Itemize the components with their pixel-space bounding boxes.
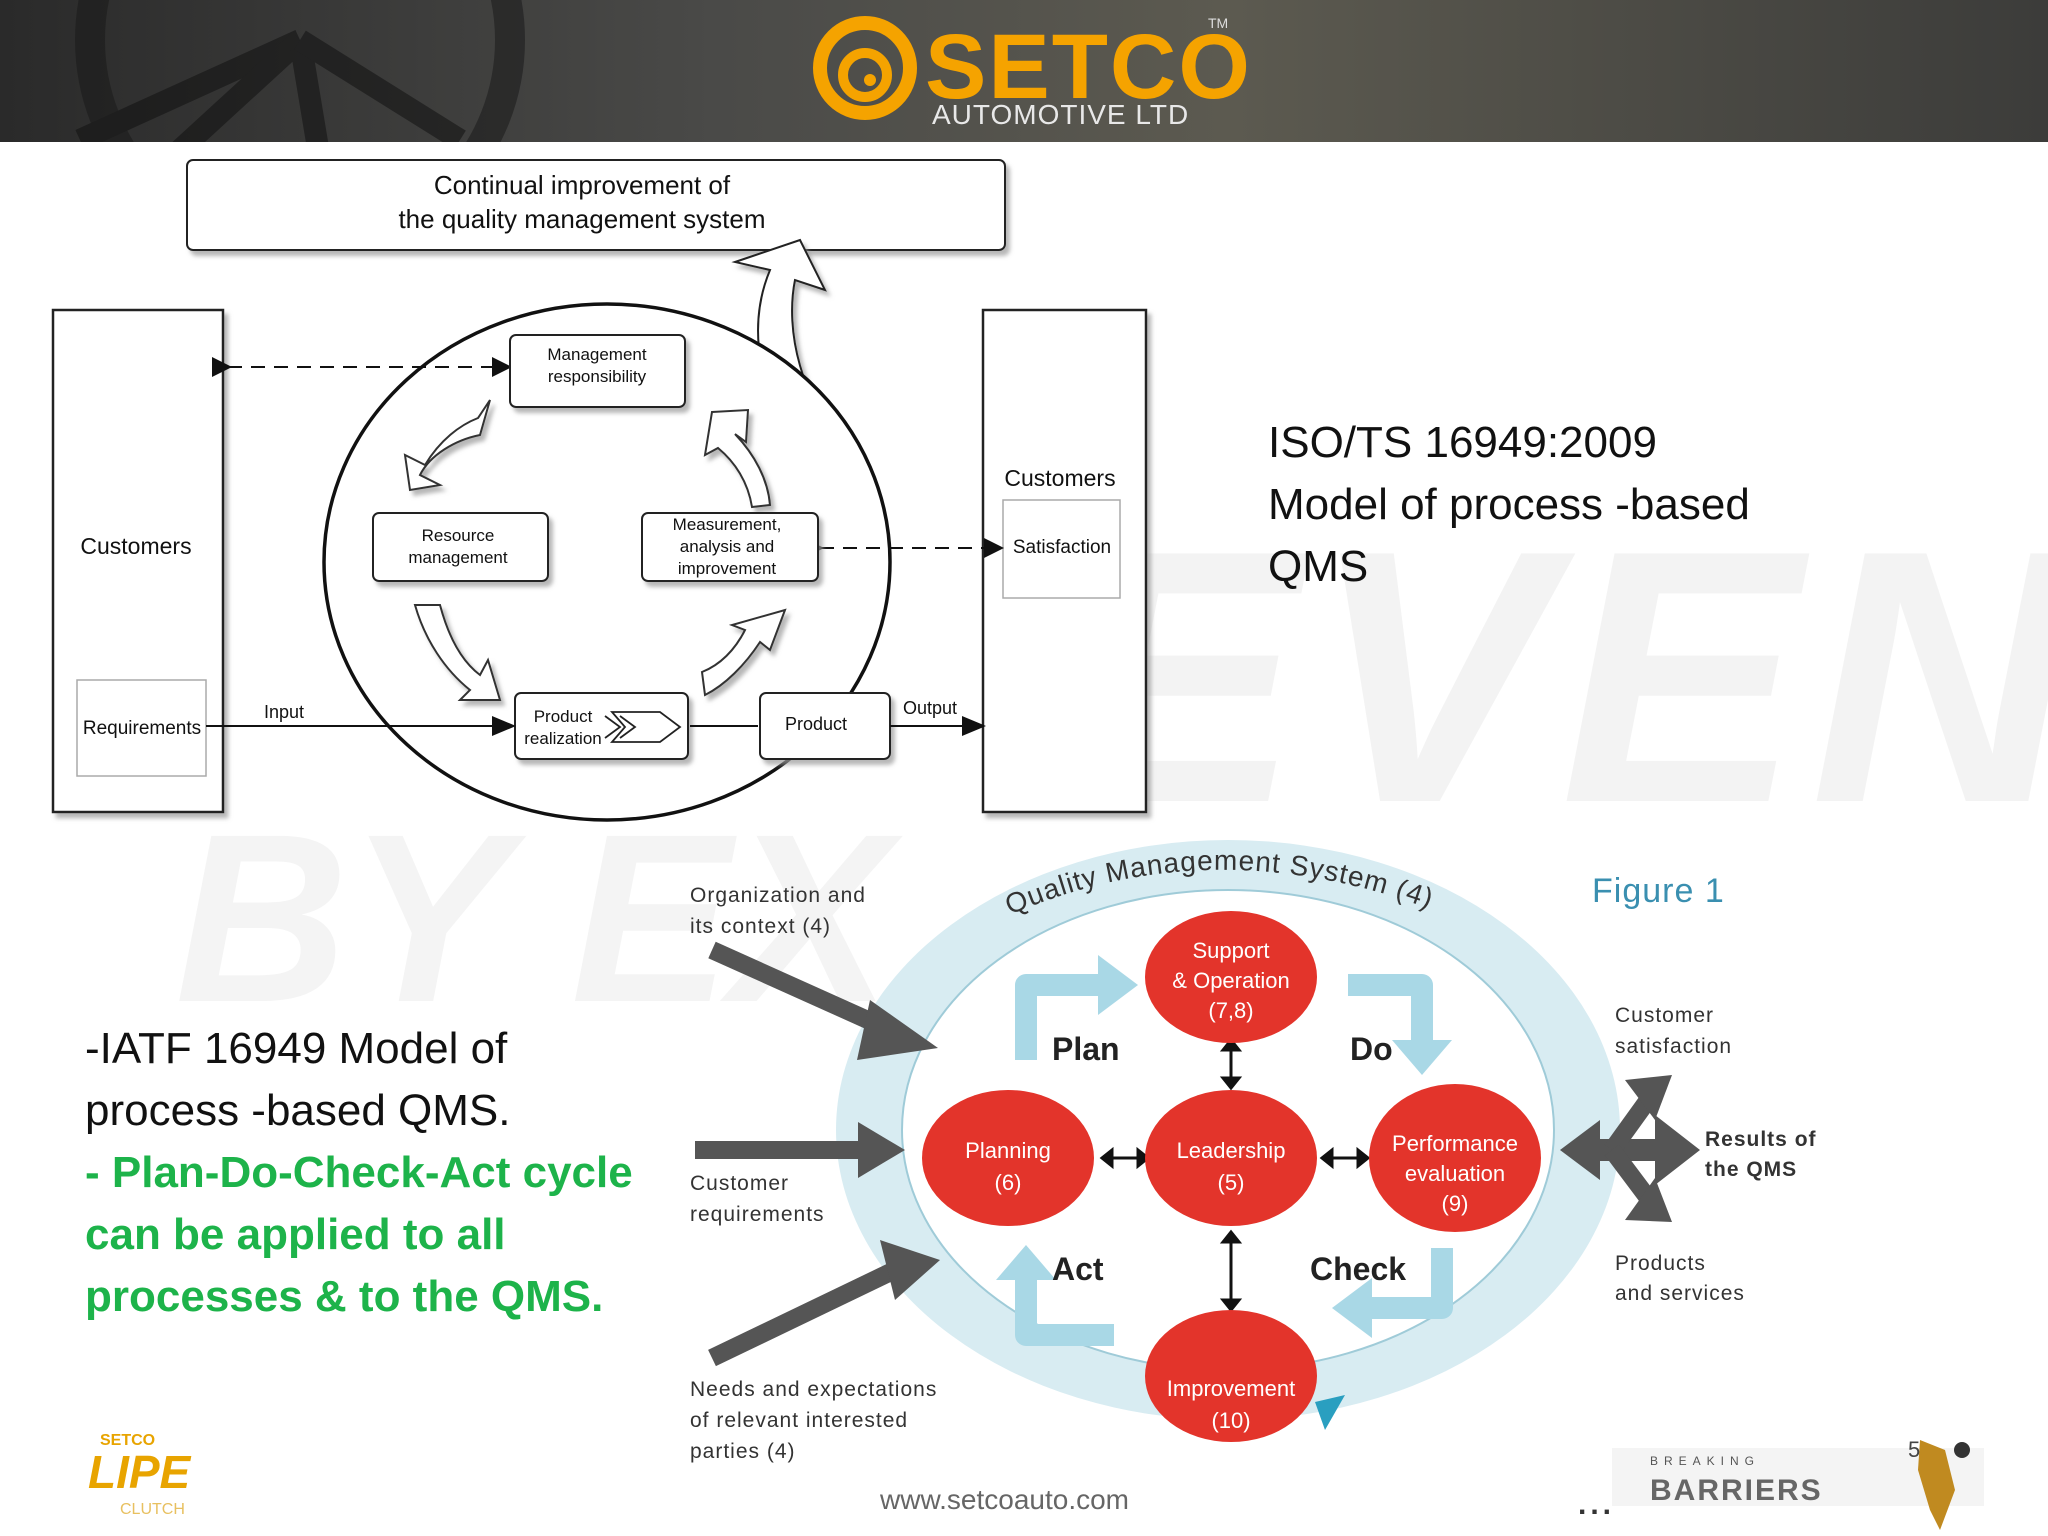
svg-text:(6): (6) <box>995 1170 1022 1195</box>
breaking-barriers-logo: BREAKING BARRIERS <box>1612 1440 1984 1530</box>
svg-text:Product: Product <box>534 707 593 726</box>
svg-text:responsibility: responsibility <box>548 367 647 386</box>
do-label: Do <box>1350 1031 1393 1067</box>
svg-text:LIPE: LIPE <box>88 1446 192 1498</box>
pdca-line-2: can be applied to all <box>85 1210 506 1259</box>
svg-text:Requirements: Requirements <box>83 718 201 739</box>
svg-text:Resource: Resource <box>422 526 495 545</box>
svg-text:evaluation: evaluation <box>1405 1161 1505 1186</box>
brand-name: SETCO <box>925 16 1252 118</box>
svg-text:improvement: improvement <box>678 559 777 578</box>
iso-ts-line-2: Model of process -based <box>1268 480 1750 529</box>
input-arrows <box>695 941 940 1367</box>
org-context-label-1: Organization and <box>690 884 866 907</box>
input-label: Input <box>264 702 304 722</box>
product-realization-box: Product realization <box>514 692 689 760</box>
footer-dots: ... <box>1578 1488 1616 1521</box>
node-connectors <box>1099 1037 1371 1313</box>
svg-text:Satisfaction: Satisfaction <box>1013 537 1111 558</box>
results-label-2: the QMS <box>1705 1158 1797 1181</box>
pdca-line-3: processes & to the QMS. <box>85 1272 604 1321</box>
needs-label-2: of relevant interested <box>690 1409 908 1432</box>
improvement-node: Improvement (10) <box>1145 1310 1317 1442</box>
lipe-clutch-logo: SETCO LIPE CLUTCH <box>88 1432 192 1518</box>
results-label-1: Results of <box>1705 1128 1817 1151</box>
output-label: Output <box>903 698 957 718</box>
wheel-decoration <box>75 0 525 142</box>
svg-text:CLUTCH: CLUTCH <box>120 1501 185 1518</box>
management-responsibility-box: Management responsibility <box>509 334 686 408</box>
page-number: 5 <box>1908 1437 1921 1462</box>
org-context-label-2: its context (4) <box>690 915 831 938</box>
svg-text:(7,8): (7,8) <box>1208 998 1253 1023</box>
iso-ts-line-1: ISO/TS 16949:2009 <box>1268 418 1657 467</box>
planning-node: Planning (6) <box>922 1090 1094 1226</box>
watermark-line1: EVEN <box>1060 476 2048 878</box>
svg-text:(9): (9) <box>1442 1191 1469 1216</box>
plan-label: Plan <box>1052 1031 1120 1067</box>
cust-sat-label-2: satisfaction <box>1615 1035 1732 1058</box>
svg-text:Performance: Performance <box>1392 1131 1518 1156</box>
svg-text:Planning: Planning <box>965 1138 1051 1163</box>
iso-ts-title: ISO/TS 16949:2009 Model of process -base… <box>1268 412 1750 598</box>
svg-text:SETCO: SETCO <box>100 1432 155 1449</box>
output-arrows <box>1560 1075 1700 1222</box>
right-customers-column: Customers Satisfaction <box>981 308 1148 814</box>
svg-text:(10): (10) <box>1211 1408 1250 1433</box>
qms-diagram: Quality Management System (4) Figure 1 P… <box>690 840 1817 1463</box>
needs-label-3: parties (4) <box>690 1440 796 1463</box>
svg-text:the quality management system: the quality management system <box>398 204 765 234</box>
needs-label-1: Needs and expectations <box>690 1378 937 1401</box>
customer-req-label-1: Customer <box>690 1172 789 1195</box>
iso-ts-line-3: QMS <box>1268 542 1369 591</box>
product-box: Product <box>759 692 891 760</box>
svg-text:Support: Support <box>1192 938 1269 963</box>
svg-text:Management: Management <box>547 345 647 364</box>
resource-management-box: Resource management <box>372 512 549 582</box>
svg-text:Continual improvement of: Continual improvement of <box>434 170 731 200</box>
act-label: Act <box>1052 1251 1104 1287</box>
svg-text:Customers: Customers <box>80 533 191 559</box>
pdca-arrowheads <box>996 955 1452 1338</box>
svg-text:analysis and: analysis and <box>680 537 775 556</box>
setco-logo-icon <box>813 16 917 120</box>
footer-url[interactable]: www.setcoauto.com <box>880 1484 1129 1515</box>
header-graphic: SETCO TM AUTOMOTIVE LTD <box>75 0 1252 142</box>
svg-text:Customers: Customers <box>1004 465 1115 491</box>
svg-text:& Operation: & Operation <box>1172 968 1289 993</box>
left-customers-column: Customers Requirements <box>51 308 225 814</box>
svg-text:management: management <box>408 548 508 567</box>
brand-subtitle: AUTOMOTIVE LTD <box>932 99 1189 130</box>
leadership-node: Leadership (5) <box>1145 1090 1317 1226</box>
svg-text:Product: Product <box>785 714 847 734</box>
continual-improvement-box: Continual improvement of the quality man… <box>186 159 1006 251</box>
products-label-2: and services <box>1615 1282 1745 1305</box>
performance-evaluation-node: Performance evaluation (9) <box>1369 1084 1541 1232</box>
cycle-arrows <box>403 399 787 701</box>
svg-text:(5): (5) <box>1218 1170 1245 1195</box>
support-operation-node: Support & Operation (7,8) <box>1145 911 1317 1043</box>
svg-text:BARRIERS: BARRIERS <box>1650 1474 1823 1507</box>
svg-text:BREAKING: BREAKING <box>1650 1454 1760 1468</box>
svg-text:Measurement,: Measurement, <box>673 515 782 534</box>
svg-text:realization: realization <box>524 729 602 748</box>
products-label-1: Products <box>1615 1252 1706 1275</box>
brand-tm: TM <box>1208 15 1228 31</box>
svg-text:Improvement: Improvement <box>1167 1376 1295 1401</box>
cust-sat-label-1: Customer <box>1615 1004 1714 1027</box>
header-banner: SETCO TM AUTOMOTIVE LTD <box>0 0 2048 142</box>
iatf-line-1: -IATF 16949 Model of <box>85 1024 508 1073</box>
pdca-cycle-arrows <box>1015 974 1453 1346</box>
figure-label: Figure 1 <box>1592 872 1725 910</box>
check-label: Check <box>1310 1251 1406 1287</box>
measurement-analysis-box: Measurement, analysis and improvement <box>641 512 819 582</box>
svg-text:Leadership: Leadership <box>1177 1138 1286 1163</box>
iatf-line-2: process -based QMS. <box>85 1086 511 1135</box>
iatf-description: -IATF 16949 Model of process -based QMS.… <box>85 1018 633 1328</box>
pdca-line-1: - Plan-Do-Check-Act cycle <box>85 1148 633 1197</box>
watermark-line2: BY EX <box>175 784 891 1052</box>
ring-pointer-icon <box>1315 1395 1345 1430</box>
customer-req-label-2: requirements <box>690 1203 825 1226</box>
